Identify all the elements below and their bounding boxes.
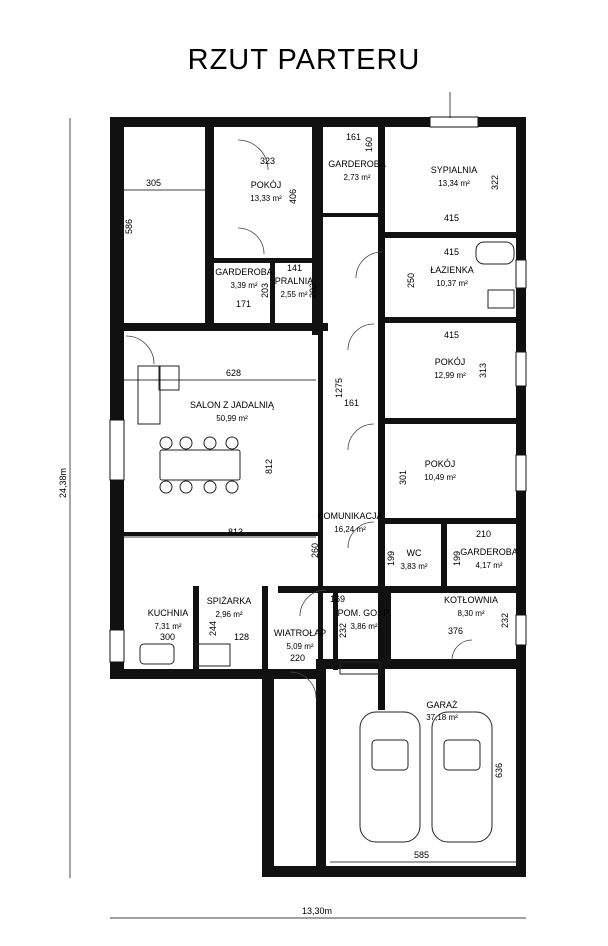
- room-area: 2,73 m²: [343, 173, 370, 182]
- dim-label: 203: [260, 283, 270, 298]
- dim-label: 199: [386, 551, 396, 566]
- dim-label: 160: [364, 137, 374, 152]
- dim-label: 161: [344, 398, 359, 408]
- room-name: SALON Z JADALNIĄ: [190, 400, 275, 410]
- room-name: KOTŁOWNIA: [444, 595, 498, 605]
- dim-label: 250: [406, 273, 416, 288]
- room-area: 2,55 m²: [280, 290, 307, 299]
- dim-label: 232: [500, 613, 510, 628]
- room-name: SPIŻARKA: [207, 596, 252, 606]
- dim-label: 813: [228, 527, 243, 537]
- dim-label: 199: [452, 551, 462, 566]
- room-area: 4,17 m²: [475, 561, 502, 570]
- dim-label: 415: [444, 330, 459, 340]
- dim-label: 313: [478, 363, 488, 378]
- dim-label: 415: [444, 213, 459, 223]
- room-name: POKÓJ: [425, 459, 456, 469]
- room-name: WC: [407, 548, 422, 558]
- dim-label: 161: [346, 132, 361, 142]
- room-name: KUCHNIA: [148, 608, 189, 618]
- dim-label: 415: [444, 247, 459, 257]
- dimension-labels: 305 586 323 406 161 160 322 415 141 203 …: [58, 132, 510, 916]
- dim-label: 141: [287, 263, 302, 273]
- dim-label: 305: [146, 178, 161, 188]
- dim-label: 812: [264, 459, 274, 474]
- room-area: 12,99 m²: [434, 371, 466, 380]
- room-name: GARDEROBA: [460, 547, 518, 557]
- room-area: 37,18 m²: [426, 713, 458, 722]
- dim-label: 376: [448, 626, 463, 636]
- room-area: 10,37 m²: [436, 279, 468, 288]
- room-area: 8,30 m²: [457, 609, 484, 618]
- dim-label: 169: [330, 594, 345, 604]
- room-name: WIATROŁAP: [274, 628, 326, 638]
- dim-label: 406: [288, 189, 298, 204]
- walls: [110, 117, 526, 877]
- room-area: 13,33 m²: [250, 194, 282, 203]
- dim-label: 171: [236, 299, 251, 309]
- room-name: POM. GOSP.: [338, 608, 391, 618]
- dim-label: 128: [234, 632, 249, 642]
- dim-label: 585: [414, 850, 429, 860]
- dim-label: 628: [226, 368, 241, 378]
- room-name: SYPIALNIA: [431, 165, 478, 175]
- room-area: 3,86 m²: [350, 622, 377, 631]
- room-area: 16,24 m²: [334, 525, 366, 534]
- overall-height: 24,38m: [58, 468, 68, 498]
- dim-label: 232: [338, 623, 348, 638]
- room-name: ŁAZIENKA: [430, 265, 474, 275]
- dim-label: 203: [308, 283, 318, 298]
- room-area: 50,99 m²: [216, 414, 248, 423]
- dim-label: 323: [260, 156, 275, 166]
- room-labels: POKÓJ 13,33 m² GARDEROBA 2,73 m² SYPIALN…: [148, 159, 518, 722]
- dim-label: 244: [208, 621, 218, 636]
- dim-label: 322: [490, 175, 500, 190]
- room-area: 10,49 m²: [424, 473, 456, 482]
- dim-label: 210: [476, 529, 491, 539]
- dim-label: 260: [310, 543, 320, 558]
- dim-label: 301: [398, 470, 408, 485]
- dim-label: 220: [290, 653, 305, 663]
- dim-label: 586: [124, 219, 134, 234]
- windows: [109, 116, 527, 663]
- dimension-lines: [69, 92, 526, 919]
- dim-label: 636: [494, 763, 504, 778]
- room-area: 2,96 m²: [215, 610, 242, 619]
- room-area: 5,09 m²: [286, 642, 313, 651]
- room-area: 7,31 m²: [154, 622, 181, 631]
- room-name: GARDEROBA: [215, 267, 273, 277]
- room-name: KOMUNIKACJA: [317, 511, 382, 521]
- room-name: POKÓJ: [251, 180, 282, 190]
- room-name: GARAŻ: [426, 700, 458, 710]
- dim-label: 300: [160, 632, 175, 642]
- door-swings: [125, 139, 473, 699]
- room-name: PRALNIA: [275, 276, 314, 286]
- room-area: 13,34 m²: [438, 179, 470, 188]
- room-name: GARDEROBA: [328, 159, 386, 169]
- room-area: 3,83 m²: [400, 562, 427, 571]
- room-name: POKÓJ: [435, 357, 466, 367]
- dim-label: 1275: [334, 378, 344, 398]
- overall-width: 13,30m: [302, 906, 332, 916]
- page-title: RZUT PARTERU: [187, 44, 421, 76]
- furniture: [137, 241, 515, 843]
- room-area: 3,39 m²: [230, 281, 257, 290]
